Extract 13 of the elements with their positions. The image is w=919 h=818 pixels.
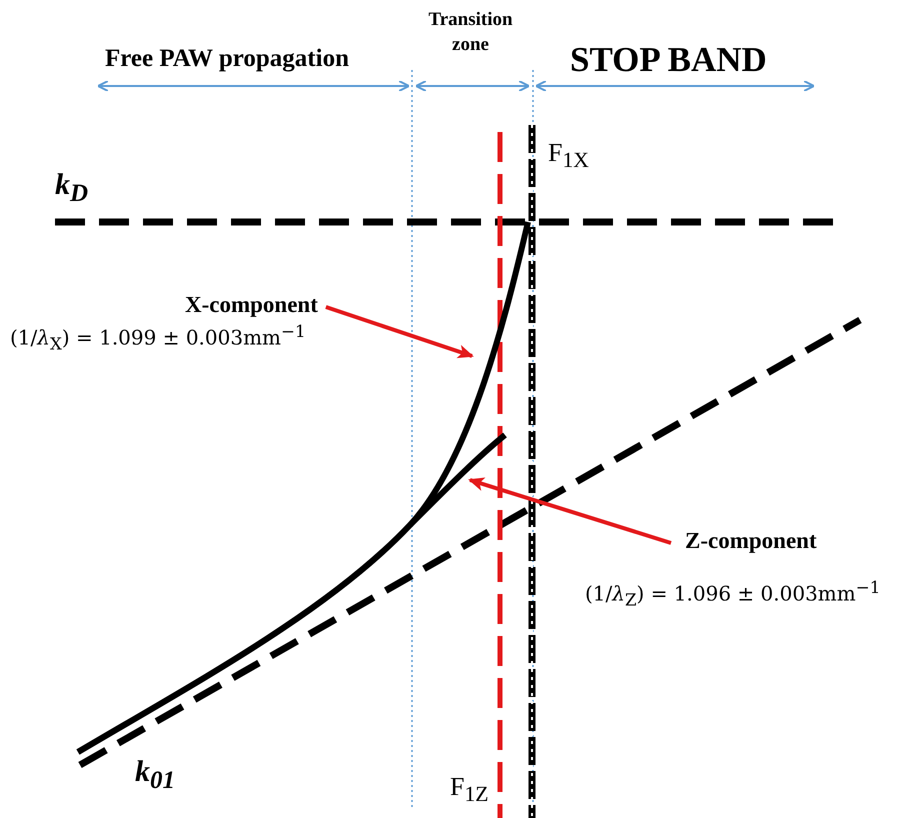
frequency-label: F$_{1Z}$ (450, 772, 489, 808)
wavenumber-label: k$_{01}$ (135, 755, 175, 795)
component-label: Z-component (685, 528, 818, 554)
formula-text: (1/λ$_{X}$) = 1.099 ± 0.003mm$^{−1}$ (10, 322, 307, 354)
component-label: X-component (185, 292, 318, 318)
wavenumber-label: k$_{D}$ (55, 168, 88, 208)
formula-text: (1/λ$_{Z}$) = 1.096 ± 0.003mm$^{−1}$ (585, 578, 880, 610)
zone-label: Free PAW propagation (105, 45, 349, 73)
zone-label: Transition zone (427, 8, 514, 57)
frequency-label: F$_{1X}$ (548, 138, 589, 174)
zone-label: STOP BAND (570, 40, 767, 80)
leader-arrow (468, 478, 672, 545)
leader-arrow (325, 305, 474, 358)
